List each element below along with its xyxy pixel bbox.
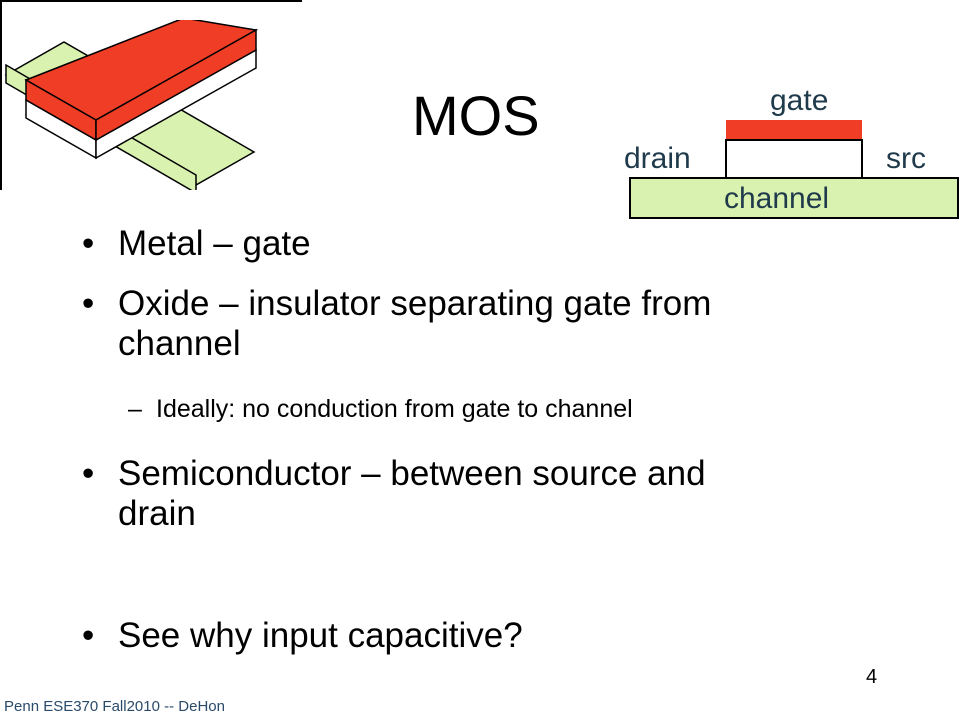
page-number: 4 — [866, 666, 878, 688]
corner-frame-left — [0, 0, 2, 190]
slide-title: MOS — [412, 84, 540, 147]
channel-label: channel — [724, 182, 829, 215]
mos-cross-section-diagram: gate drain src channel — [624, 84, 959, 219]
footer-course-credit: Penn ESE370 Fall2010 -- DeHon — [4, 698, 225, 715]
mos-3d-illustration — [4, 20, 259, 190]
drain-label: drain — [624, 142, 691, 175]
gate-bar — [726, 120, 862, 140]
src-label: src — [886, 142, 926, 175]
bullet-text: Oxide – insulator separating gate from c… — [118, 284, 711, 364]
corner-frame-top — [0, 0, 302, 2]
sub-bullet-text: Ideally: no conduction from gate to chan… — [156, 395, 633, 423]
oxide-box — [725, 139, 863, 179]
bullet-glyph: • — [82, 454, 95, 493]
sub-bullet-dash: – — [128, 395, 142, 423]
gate-label: gate — [770, 84, 828, 117]
sub-bullet-ideally: –Ideally: no conduction from gate to cha… — [128, 394, 633, 424]
bullet-glyph: • — [82, 616, 95, 655]
bullet-text-line-1: Semiconductor – between source and — [118, 454, 706, 493]
bullet-text-line-2: channel — [118, 324, 241, 363]
bullet-text-line-2: drain — [118, 494, 196, 533]
bullet-text: Metal – gate — [118, 224, 311, 263]
bullet-glyph: • — [82, 224, 95, 263]
bullet-text-line-1: Oxide – insulator separating gate from — [118, 284, 712, 323]
bullet-text: Semiconductor – between source and drain — [118, 454, 706, 534]
channel-bar — [629, 177, 959, 219]
bullet-text: See why input capacitive? — [118, 616, 523, 655]
gate-block-right — [95, 28, 257, 142]
bullet-glyph: • — [82, 284, 95, 323]
